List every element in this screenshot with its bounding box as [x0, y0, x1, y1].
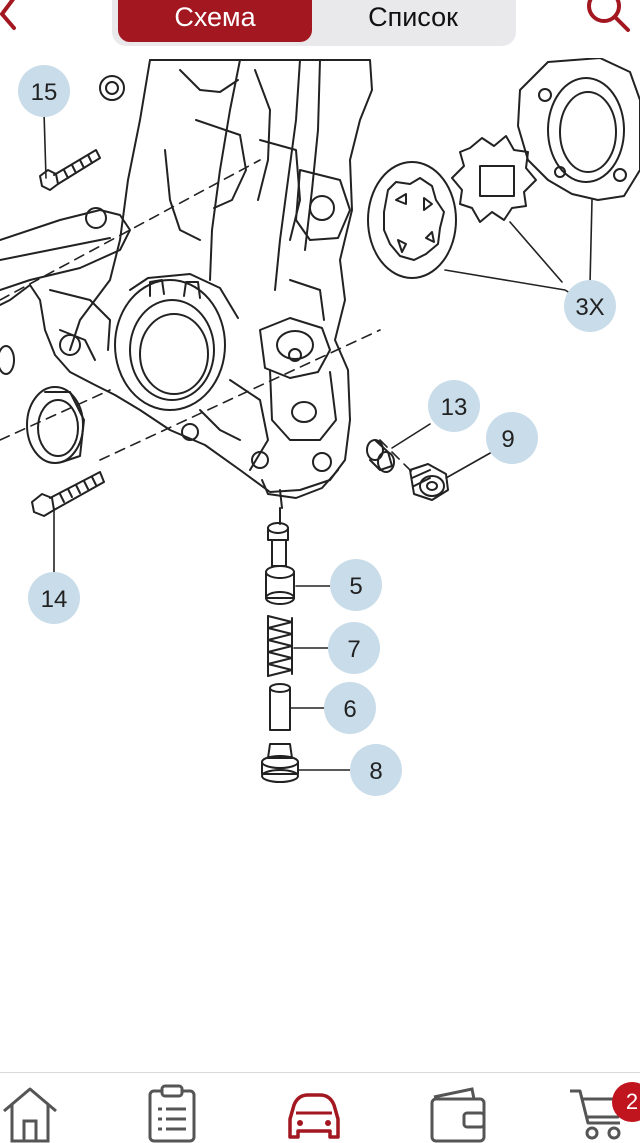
callout-9[interactable]: 9 [486, 412, 538, 464]
part-oil-pump-gears-3x [367, 58, 640, 279]
parts-diagram: 15 3X 13 9 14 5 7 6 [0, 58, 640, 1072]
part-piston-top [267, 507, 289, 567]
view-segmented-control: Схема Список [112, 0, 516, 46]
tab-list-label: Список [368, 2, 458, 32]
part-sleeve-13 [366, 439, 395, 473]
part-plug-8 [261, 743, 299, 783]
callout-5-label: 5 [349, 573, 362, 600]
cart-count-badge: 2 [612, 1082, 640, 1122]
callout-3x-label: 3X [575, 294, 604, 321]
assembly-axis-lines [0, 159, 416, 476]
callout-6-label: 6 [343, 696, 356, 723]
cart-count-value: 2 [625, 1089, 639, 1114]
home-icon[interactable] [0, 1083, 60, 1143]
callout-leader-lines [43, 111, 593, 771]
list-icon[interactable] [142, 1083, 202, 1143]
callout-8[interactable]: 8 [350, 744, 402, 796]
callout-13[interactable]: 13 [428, 380, 480, 432]
front-cover-housing [0, 59, 373, 509]
part-plug-9 [409, 463, 449, 501]
callout-15-label: 15 [31, 79, 58, 106]
callout-13-label: 13 [441, 394, 468, 421]
part-piston-5 [265, 565, 295, 605]
chevron-left-icon[interactable] [0, 0, 26, 32]
callout-9-label: 9 [501, 426, 514, 453]
top-bar: Схема Список [0, 0, 640, 58]
search-icon[interactable] [580, 0, 636, 44]
bottom-tab-bar [0, 1072, 640, 1143]
callout-15[interactable]: 15 [18, 65, 70, 117]
part-spring-7 [267, 615, 293, 677]
callout-8-label: 8 [369, 758, 382, 785]
callout-7-label: 7 [347, 636, 360, 663]
part-shaft-seal [0, 345, 85, 464]
part-bolt-15 [39, 149, 101, 191]
callout-6[interactable]: 6 [324, 682, 376, 734]
tab-scheme-label: Схема [174, 2, 256, 32]
callout-14-label: 14 [41, 586, 68, 613]
wallet-icon[interactable] [428, 1083, 488, 1143]
callout-7[interactable]: 7 [328, 622, 380, 674]
car-icon[interactable] [284, 1083, 344, 1143]
part-pin-6 [269, 683, 291, 731]
callout-3x[interactable]: 3X [564, 280, 616, 332]
exploded-view-drawing: 15 3X 13 9 14 5 7 6 [0, 58, 640, 796]
callout-14[interactable]: 14 [28, 572, 80, 624]
tab-list[interactable]: Список [316, 0, 510, 42]
tab-scheme[interactable]: Схема [118, 0, 312, 42]
callout-5[interactable]: 5 [330, 559, 382, 611]
part-bolt-14 [31, 471, 105, 517]
